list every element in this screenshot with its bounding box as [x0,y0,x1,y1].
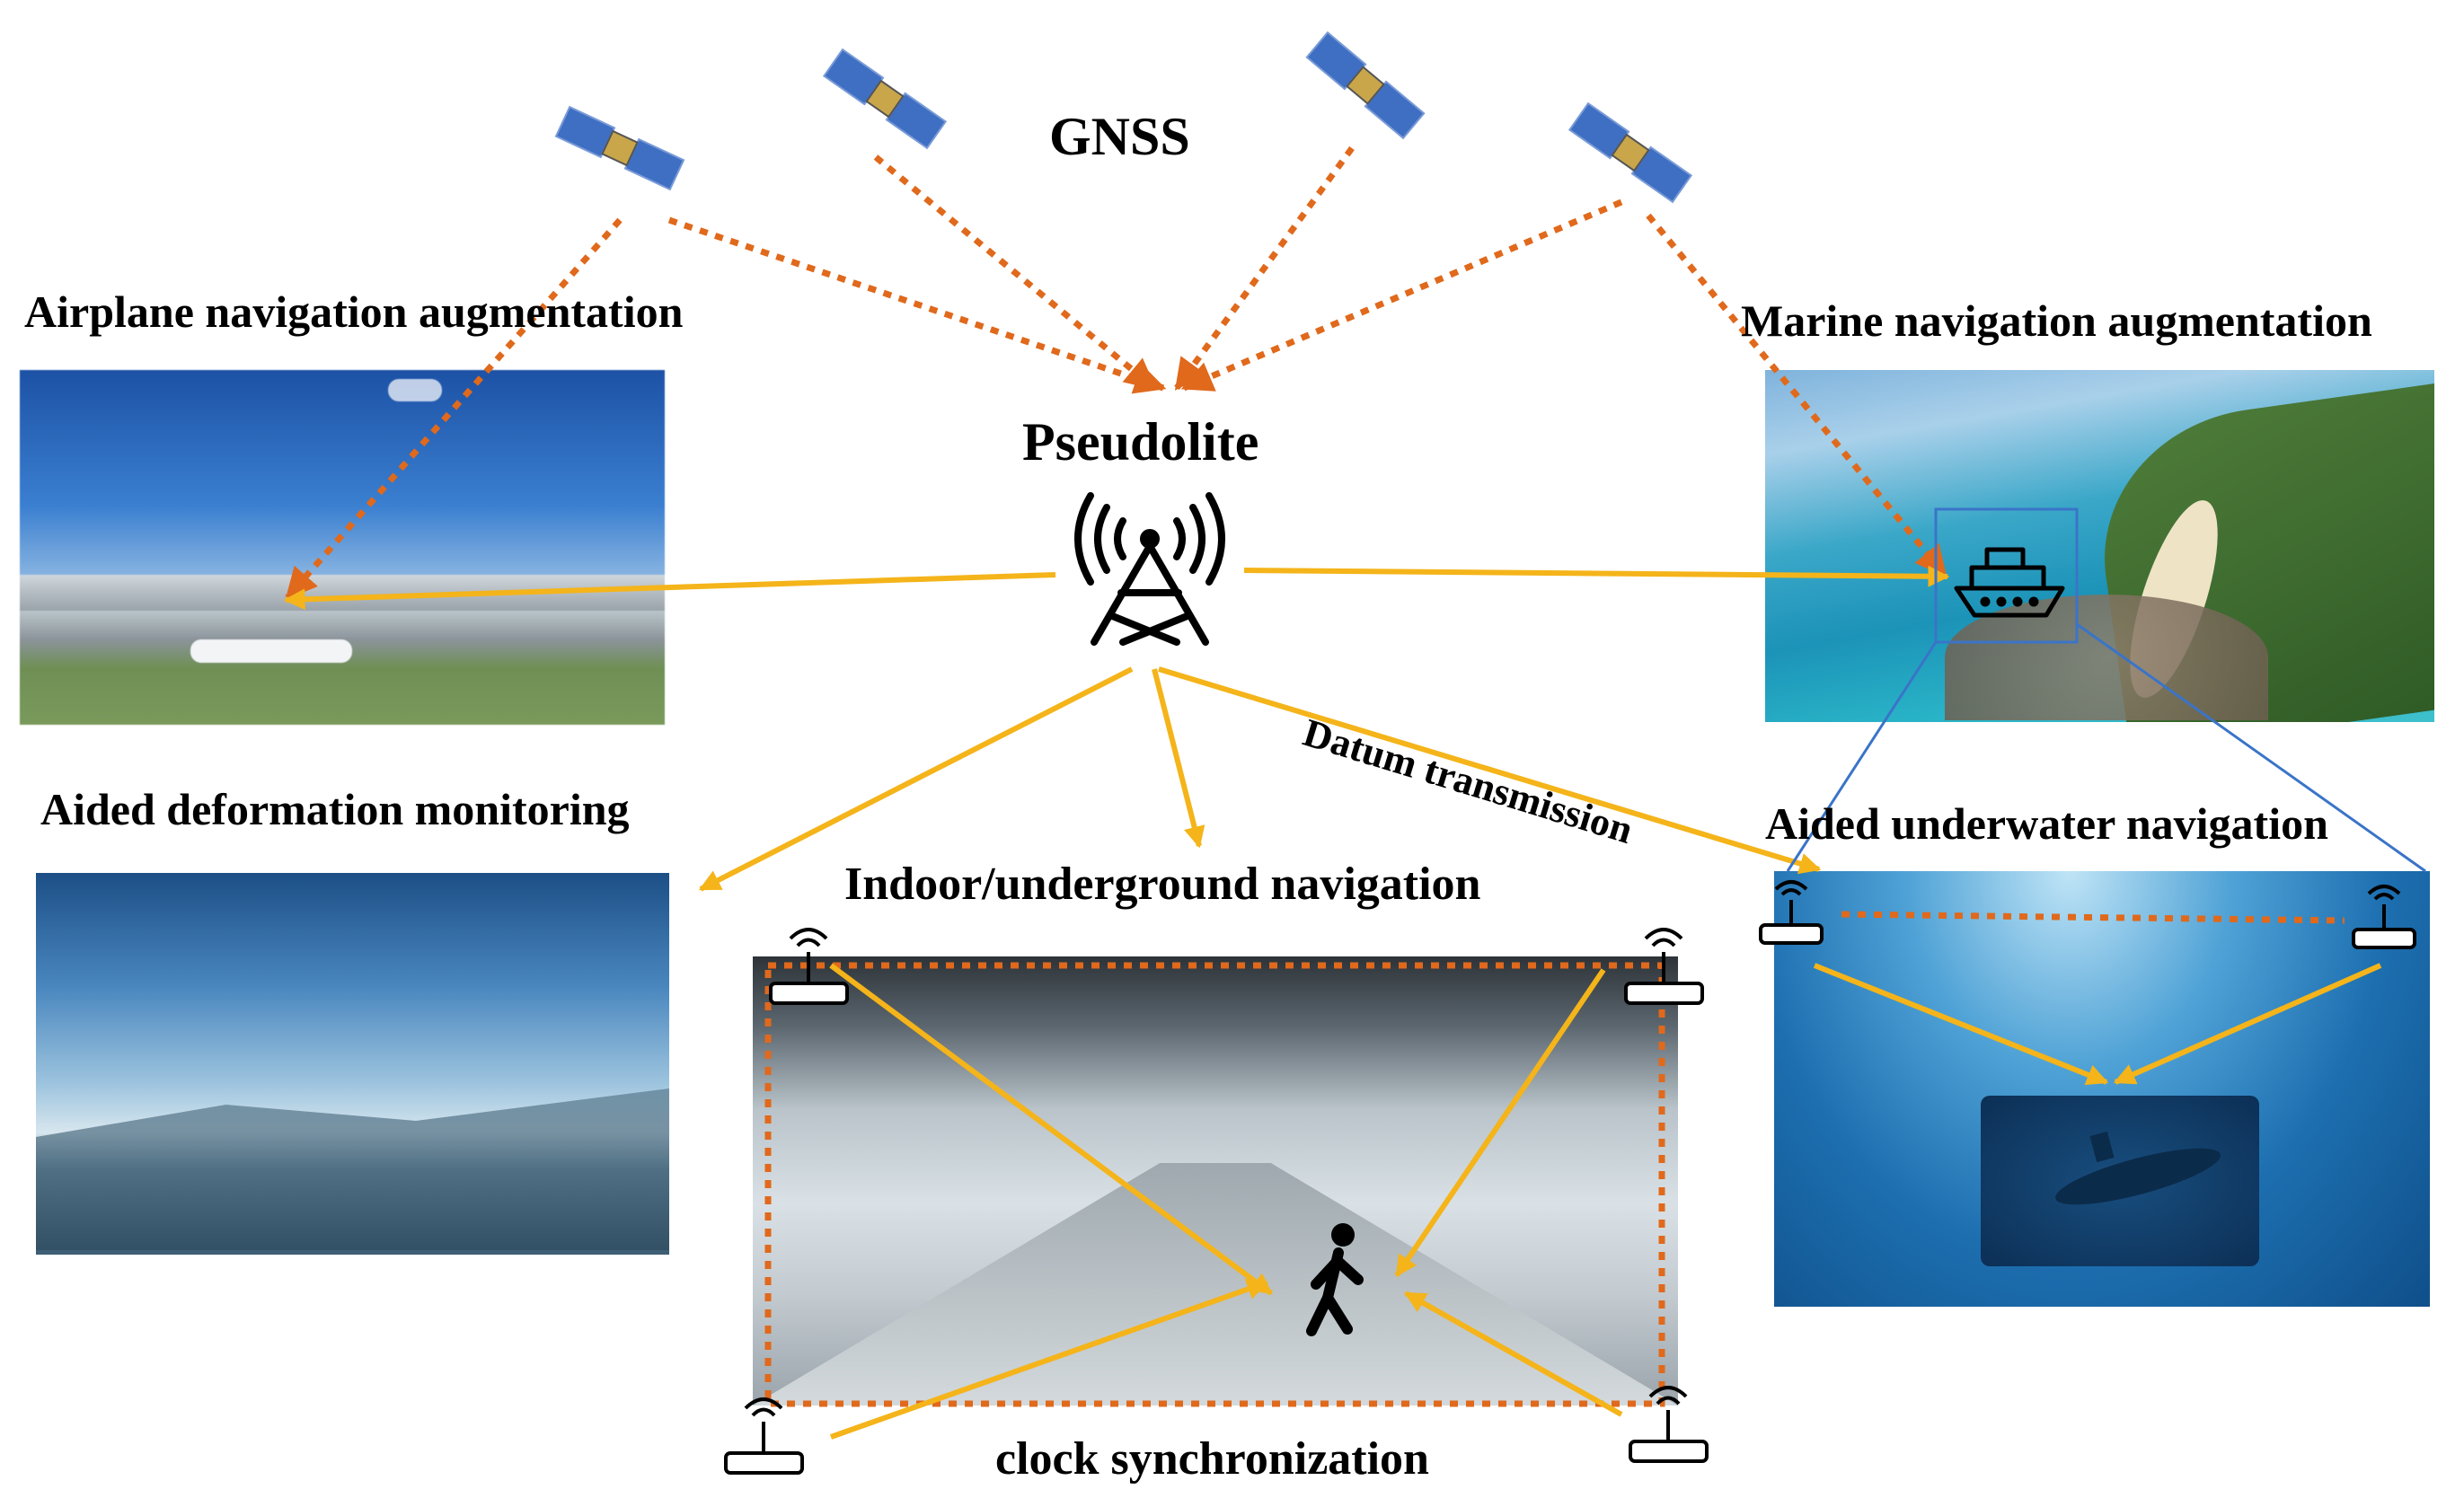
gnss-link-airplane [285,217,623,600]
underwater-sync-line [1841,911,2345,924]
router-icon [769,928,849,1005]
walking-person-icon [1306,1223,1364,1336]
router-icon [1624,928,1704,1005]
deformation-label: Aided deformation monitoring [40,784,630,834]
pseudolite-label: Pseudolite [1022,412,1259,471]
satellite-icon [1568,101,1693,204]
indoor-link-br [1403,1291,1623,1417]
underwater-photo [1774,871,2430,1307]
pseudolite-to-indoor [1152,668,1206,849]
gnss-link-sat1 [667,216,1167,394]
indoor-link-bl [829,1278,1269,1440]
router-icon [1759,880,1824,945]
pseudolite-to-bridge [698,666,1134,892]
zoom-line-right [2076,622,2426,873]
gnss-link-ship [1646,213,1947,577]
gnss-link-sat4 [1180,198,1623,392]
underwater-label: Aided underwater navigation [1765,798,2328,849]
underwater-link-right [2113,963,2382,1085]
indoor-sync-frame [764,962,1665,1407]
pseudolite-links [283,565,2382,1440]
corridor-photo [753,956,1678,1405]
gnss-links [285,145,2345,1407]
pseudolite-to-underwater [1158,666,1822,875]
underwater-link-left [1813,963,2109,1086]
pseudolite-to-airplane [283,572,1056,611]
ship-icon [1954,547,2065,618]
clock-sync-label: clock synchronization [995,1433,1429,1485]
indoor-link-tr [1394,968,1606,1277]
satellite-icon [1305,31,1426,140]
router-icon [724,1397,804,1475]
satellite-icon [822,48,948,150]
submarine-icon [2055,1131,2221,1205]
signal-tower-icon [1074,492,1225,646]
router-icon [1629,1386,1709,1463]
gnss-link-sat2 [873,154,1157,391]
zoom-line-left [1786,641,1938,872]
gnss-label: GNSS [1049,107,1190,166]
gnss-link-sat3 [1174,145,1355,391]
airplane-label: Airplane navigation augmentation [24,286,684,337]
indoor-label: Indoor/underground navigation [844,859,1481,910]
marine-photo [1765,370,2434,722]
pseudolite-to-ship [1243,565,1950,587]
satellite-icon [554,105,685,191]
router-icon [2352,885,2416,949]
ship-zoom-box [1934,507,2079,644]
bridge-photo [36,873,669,1255]
zoom-lines [1786,507,2426,873]
marine-label: Marine navigation augmentation [1741,295,2372,346]
indoor-link-tl [829,963,1273,1296]
